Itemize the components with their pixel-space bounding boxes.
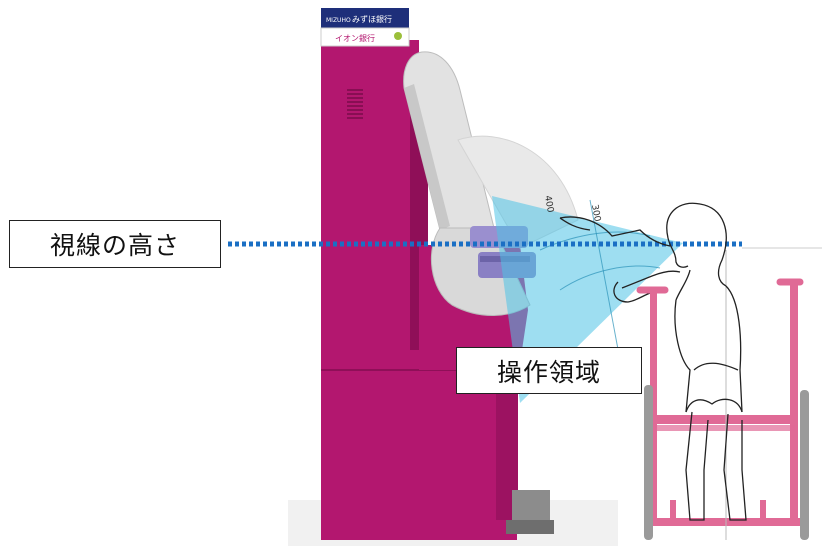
- atm-lower-cabinet: [321, 370, 517, 540]
- sign-brand2: イオン銀行: [335, 33, 375, 43]
- wheel-right: [800, 390, 809, 540]
- atm-display-hood: [403, 51, 579, 316]
- atm-base: [506, 520, 554, 534]
- eye-level-label: 視線の高さ: [9, 220, 221, 268]
- wheelchair-footrest: [650, 518, 800, 526]
- atm-lower-front: [496, 370, 518, 520]
- scale-mark-300: 300: [589, 204, 602, 223]
- wheelchair-back-rear: [790, 285, 798, 520]
- scale-mark-400: 400: [542, 195, 555, 214]
- wheelchair: [636, 250, 809, 540]
- operation-area-label: 操作領域: [456, 347, 642, 394]
- bank-sign: MIZUHO みずほ銀行 イオン銀行: [320, 8, 410, 47]
- vent-grille: [347, 89, 363, 119]
- wheel-left: [644, 385, 653, 540]
- sign-logo-icon: [394, 32, 402, 40]
- wheelchair-user: [666, 202, 747, 521]
- sign-brand-jp: みずほ銀行: [352, 14, 392, 24]
- wheelchair-front-post: [650, 290, 657, 520]
- wheelchair-seat: [655, 415, 795, 424]
- sign-brand-en: MIZUHO: [326, 17, 351, 24]
